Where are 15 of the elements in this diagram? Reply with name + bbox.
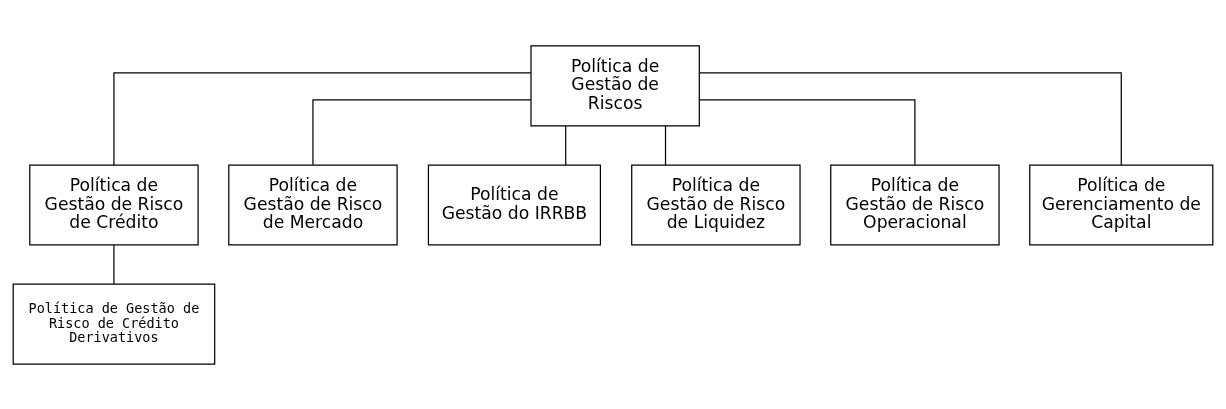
connector [565,124,567,165]
node-box: Política de Gestão de Risco de Liquidez [631,163,801,246]
connector [664,124,667,165]
connector [698,98,916,165]
connector [113,243,115,285]
node-box: Política de Gestão de Risco de Crédito [29,163,199,246]
connector [113,71,532,166]
connector [699,71,1122,166]
node-box: Política de Gestão de Risco de Crédito Derivativos [12,283,216,365]
node-box: Política de Gerenciamento de Capital [1029,163,1214,246]
node-box: Política de Gestão do IRRBB [427,163,602,246]
node-box: Política de Gestão de Risco Operacional [830,163,1000,246]
node-box: Política de Gestão de Risco de Mercado [228,163,398,246]
connector [312,98,532,165]
node-box: Política de Gestão de Riscos [530,44,700,126]
